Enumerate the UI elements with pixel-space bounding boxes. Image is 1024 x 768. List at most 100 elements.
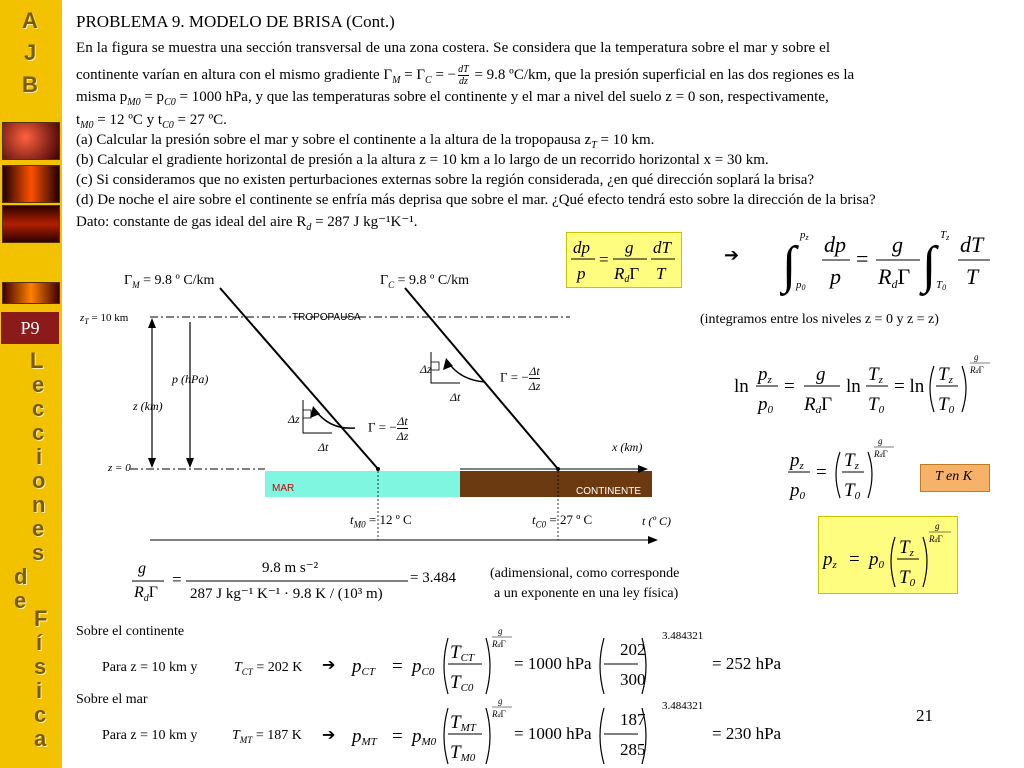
t-axis-label: t (º C) bbox=[642, 514, 672, 528]
sidebar-letter: e bbox=[32, 516, 45, 541]
sidebar-letter: A bbox=[22, 8, 38, 33]
equals-sign: = bbox=[172, 570, 182, 589]
pressure-1000-continent: = 1000 hPa bbox=[514, 654, 592, 673]
svg-text:TMT: TMT bbox=[450, 712, 477, 734]
frac-continent-num: 202 bbox=[620, 640, 646, 659]
svg-text:= ln: = ln bbox=[894, 376, 925, 397]
sea-condition: Para z = 10 km y bbox=[102, 728, 198, 743]
svg-text:g: g bbox=[816, 364, 826, 385]
kelvin-note-box: T en K bbox=[920, 464, 990, 492]
sidebar-letter: i bbox=[36, 444, 43, 469]
z-axis-label: z (km) bbox=[133, 399, 163, 413]
sea-equation: ➔ pMT = pM0 TMT TM0 g RdΓ bbox=[322, 696, 647, 765]
svg-text:p: p bbox=[576, 264, 586, 283]
land-region bbox=[460, 471, 652, 497]
zt-label: zT = 10 km bbox=[80, 312, 129, 327]
svg-text:RdΓ: RdΓ bbox=[803, 394, 832, 416]
sidebar-letter: L bbox=[30, 348, 44, 373]
thumbnail-image bbox=[2, 165, 60, 203]
svg-text:TM0: TM0 bbox=[450, 742, 476, 764]
svg-text:ln: ln bbox=[734, 376, 749, 397]
svg-text:pM0: pM0 bbox=[410, 726, 437, 748]
svg-text:g: g bbox=[878, 436, 883, 446]
sidebar-letter: í bbox=[36, 630, 43, 655]
sidebar-letter: c bbox=[34, 702, 47, 727]
svg-text:p0: p0 bbox=[756, 394, 774, 416]
dato-line: Dato: constante de gas ideal del aire Rd… bbox=[76, 214, 418, 233]
svg-text:g: g bbox=[498, 626, 503, 636]
sidebar-letter: c bbox=[32, 420, 45, 445]
continent-equation: ➔ pCT = pC0 TCT TC0 g RdΓ bbox=[322, 626, 647, 695]
integral-equation: ∫ pz p0 dp p = g RdΓ ∫ Tz T0 dT T bbox=[780, 229, 990, 296]
ratio-equation: pz p0 = Tz T0 g RdΓ bbox=[788, 436, 894, 502]
svg-text:Tz: Tz bbox=[899, 537, 915, 559]
exponent-rdgamma: RdΓ bbox=[134, 584, 159, 605]
integration-note: (integramos entre los niveles z = 0 y z … bbox=[700, 312, 939, 327]
svg-text:Tz: Tz bbox=[938, 364, 954, 386]
svg-text:Tz: Tz bbox=[844, 450, 860, 472]
thumbnail-image bbox=[2, 282, 60, 304]
frac-sea-den: 285 bbox=[620, 740, 646, 759]
svg-text:pC0: pC0 bbox=[410, 656, 435, 678]
adimensional-note: (adimensional, como corresponde bbox=[490, 566, 680, 581]
page-title: PROBLEMA 9. MODELO DE BRISA (Cont.) bbox=[76, 12, 395, 31]
differential-equation-box: dp p = g RdΓ dT T bbox=[566, 232, 682, 288]
frac-sea-num: 187 bbox=[620, 710, 646, 729]
exponent-result: = 3.484 bbox=[410, 570, 456, 586]
svg-text:T0: T0 bbox=[938, 394, 955, 416]
svg-text:∫: ∫ bbox=[919, 237, 939, 296]
sidebar-letter: n bbox=[32, 492, 46, 517]
svg-text:T0: T0 bbox=[936, 279, 946, 292]
adimensional-note-2: a un exponente en una ley física) bbox=[494, 586, 679, 601]
svg-text:pz: pz bbox=[821, 549, 838, 571]
exponent-g: g bbox=[138, 560, 146, 577]
sidebar-letter: i bbox=[36, 678, 43, 703]
svg-text:pz: pz bbox=[756, 364, 773, 386]
svg-text:T: T bbox=[656, 264, 667, 283]
thumbnail-image bbox=[2, 205, 60, 243]
svg-text:RdΓ: RdΓ bbox=[491, 639, 506, 649]
sidebar-letter: c bbox=[32, 396, 45, 421]
sea-lapse-line bbox=[219, 287, 379, 470]
svg-text:RdΓ: RdΓ bbox=[873, 449, 888, 459]
svg-text:g: g bbox=[498, 696, 503, 706]
svg-text:TC0: TC0 bbox=[450, 672, 474, 694]
svg-text:p: p bbox=[828, 264, 841, 289]
sidebar-letter: s bbox=[34, 654, 47, 679]
sidebar-letter: B bbox=[22, 72, 38, 97]
svg-text:RdΓ: RdΓ bbox=[613, 264, 639, 285]
svg-text:RdΓ: RdΓ bbox=[877, 264, 910, 291]
svg-text:➔: ➔ bbox=[322, 657, 335, 674]
gamma-m-label: ΓM = 9.8 º C/km bbox=[124, 273, 215, 290]
svg-text:dp: dp bbox=[573, 238, 590, 257]
svg-text:=: = bbox=[392, 656, 403, 677]
question-b: (b) Calcular el gradiente horizontal de … bbox=[76, 152, 769, 168]
exponent-numerator: 9.8 m s⁻² bbox=[262, 560, 319, 576]
sidebar: A J B P9 L e c c i o n e s d e F í s i c… bbox=[0, 0, 62, 768]
continent-condition: Para z = 10 km y bbox=[102, 660, 198, 675]
svg-text:Tz: Tz bbox=[940, 229, 950, 242]
intro-line-2: continente varían en altura con el mismo… bbox=[76, 64, 855, 87]
svg-text:T0: T0 bbox=[844, 480, 861, 502]
kelvin-note: T en K bbox=[935, 469, 973, 484]
intro-line-3: misma pM0 = pC0 = 1000 hPa, y que las te… bbox=[76, 89, 829, 108]
exponent-denominator: 287 J kg⁻¹ K⁻¹ · 9.8 K / (10³ m) bbox=[190, 586, 383, 602]
svg-text:=: = bbox=[392, 726, 403, 747]
page-badge: P9 bbox=[1, 312, 59, 344]
svg-text:∫: ∫ bbox=[780, 237, 799, 296]
svg-text:g: g bbox=[625, 238, 634, 257]
thumbnail-image bbox=[2, 122, 60, 160]
svg-text:Tz: Tz bbox=[868, 364, 884, 386]
frac-continent-den: 300 bbox=[620, 670, 646, 689]
implies-arrow: ➔ bbox=[724, 245, 740, 265]
sea-heading: Sobre el mar bbox=[76, 692, 148, 707]
exponent-value-sea: 3.484321 bbox=[662, 700, 704, 712]
result-continent: = 252 hPa bbox=[712, 654, 782, 673]
svg-text:p0: p0 bbox=[867, 549, 885, 571]
svg-text:pz: pz bbox=[788, 450, 805, 472]
tc0-label: tC0 = 27 º C bbox=[532, 512, 593, 530]
intro-line-1: En la figura se muestra una sección tran… bbox=[76, 40, 831, 56]
delta-t-label: Δt bbox=[450, 390, 461, 404]
svg-text:T0: T0 bbox=[868, 394, 885, 416]
